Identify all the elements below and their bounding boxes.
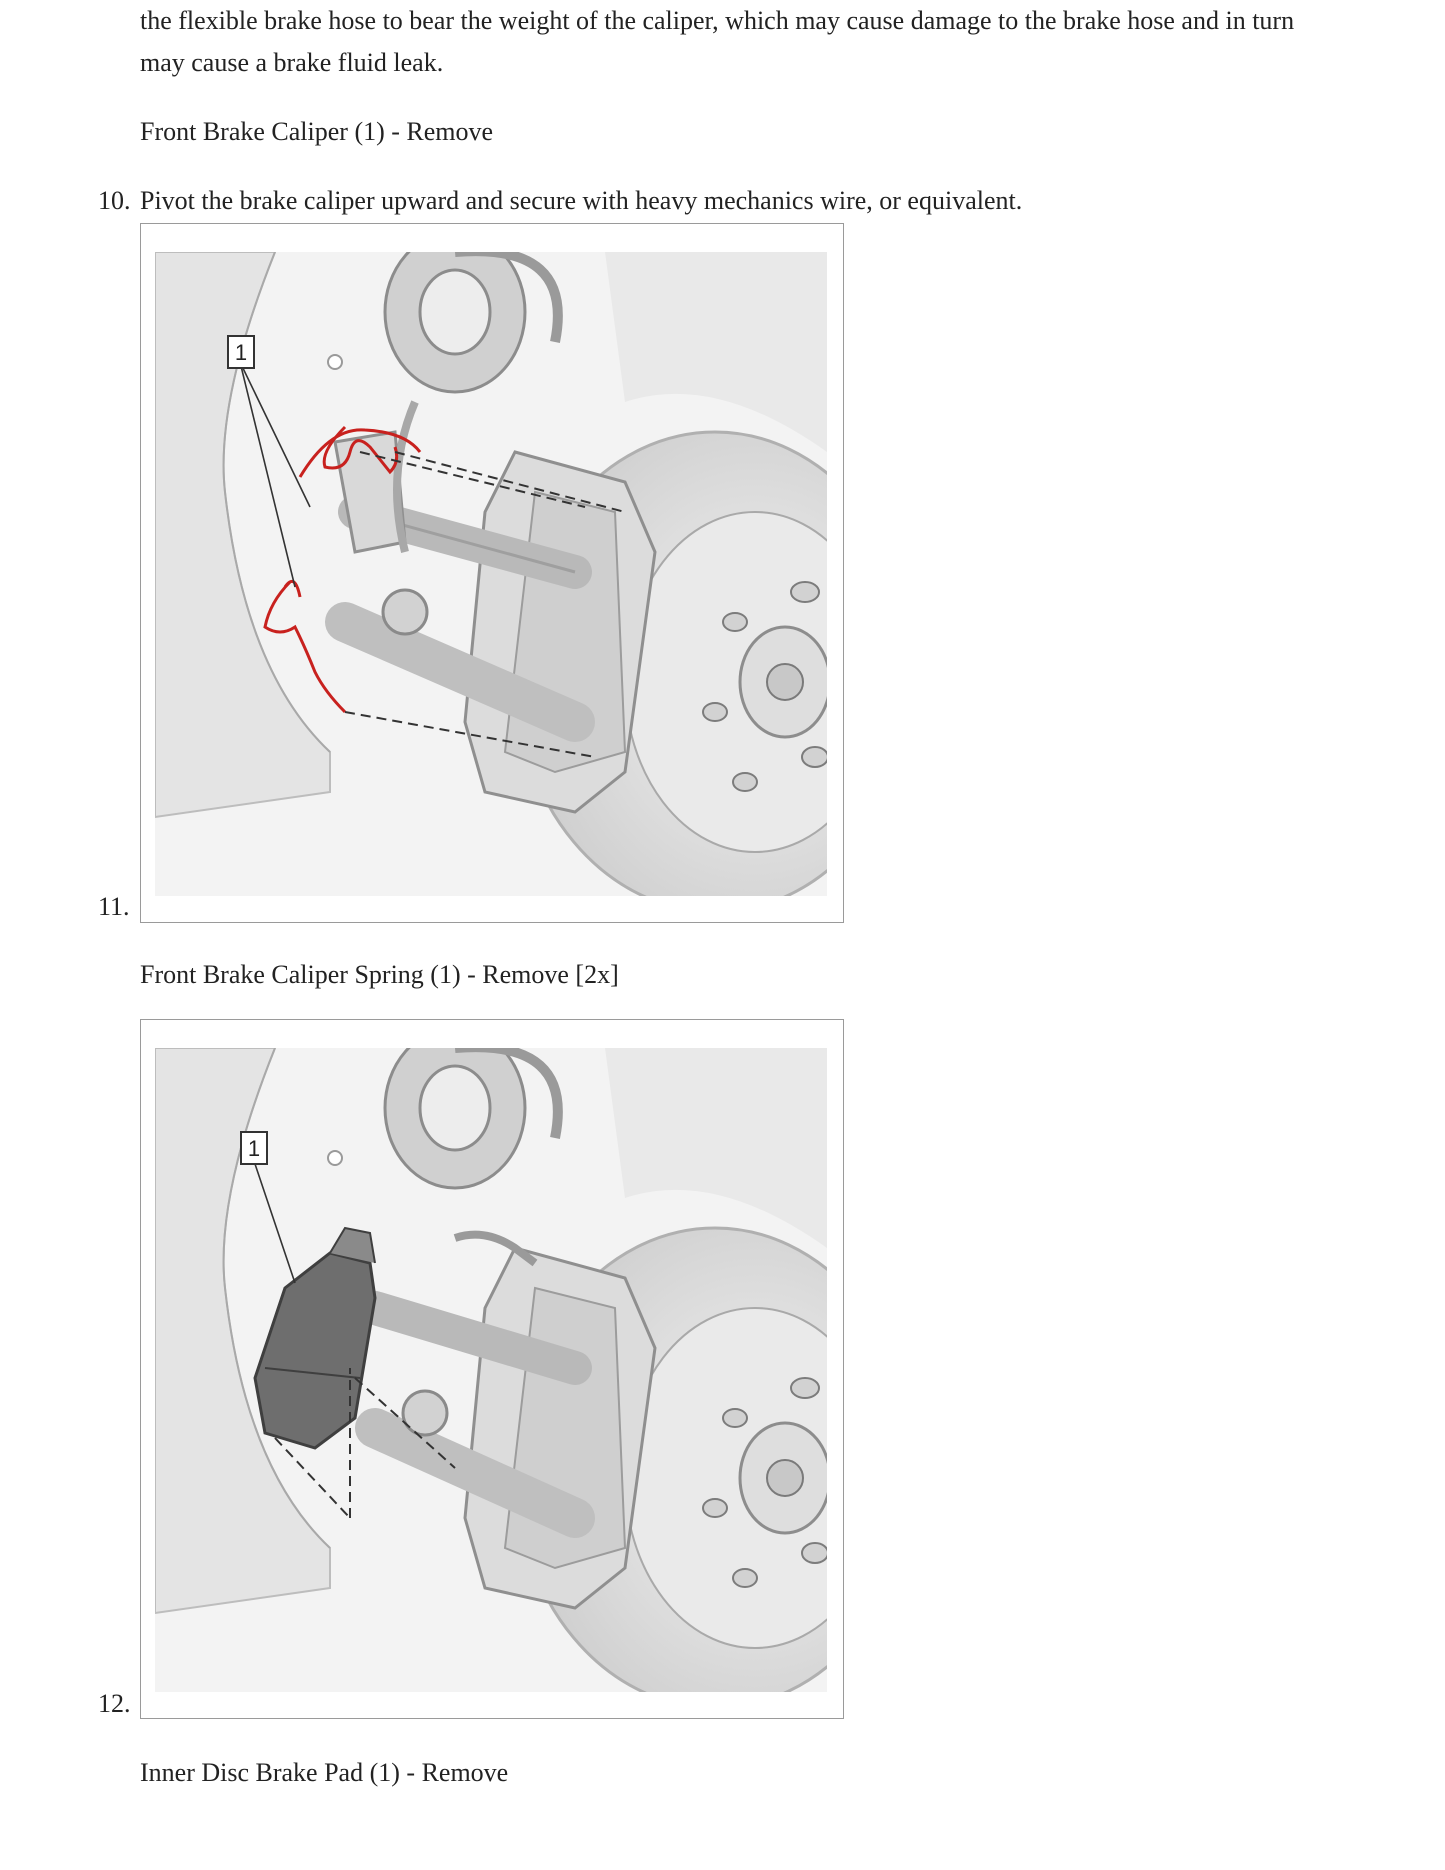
- step-12-number: 12.: [98, 1689, 131, 1718]
- step-10-text: Pivot the brake caliper upward and secur…: [140, 186, 1023, 215]
- step-11-number: 11.: [98, 892, 130, 921]
- caption-caliper-remove: Front Brake Caliper (1) - Remove: [140, 117, 494, 146]
- inner-brake-pad-illustration: 1: [155, 1048, 827, 1692]
- figure-caliper-spring: 1: [140, 223, 844, 923]
- step-12-caption: Inner Disc Brake Pad (1) - Remove: [140, 1758, 509, 1787]
- intro-line-1: the flexible brake hose to bear the weig…: [140, 6, 1295, 35]
- callout-label: 1: [235, 340, 247, 365]
- intro-line-2: may cause a brake fluid leak.: [140, 48, 444, 77]
- callout-label: 1: [248, 1136, 260, 1161]
- figure-inner-brake-pad: 1: [140, 1019, 844, 1719]
- caliper-spring-illustration: 1: [155, 252, 827, 896]
- step-10-number: 10.: [98, 186, 131, 215]
- step-11-caption: Front Brake Caliper Spring (1) - Remove …: [140, 960, 619, 989]
